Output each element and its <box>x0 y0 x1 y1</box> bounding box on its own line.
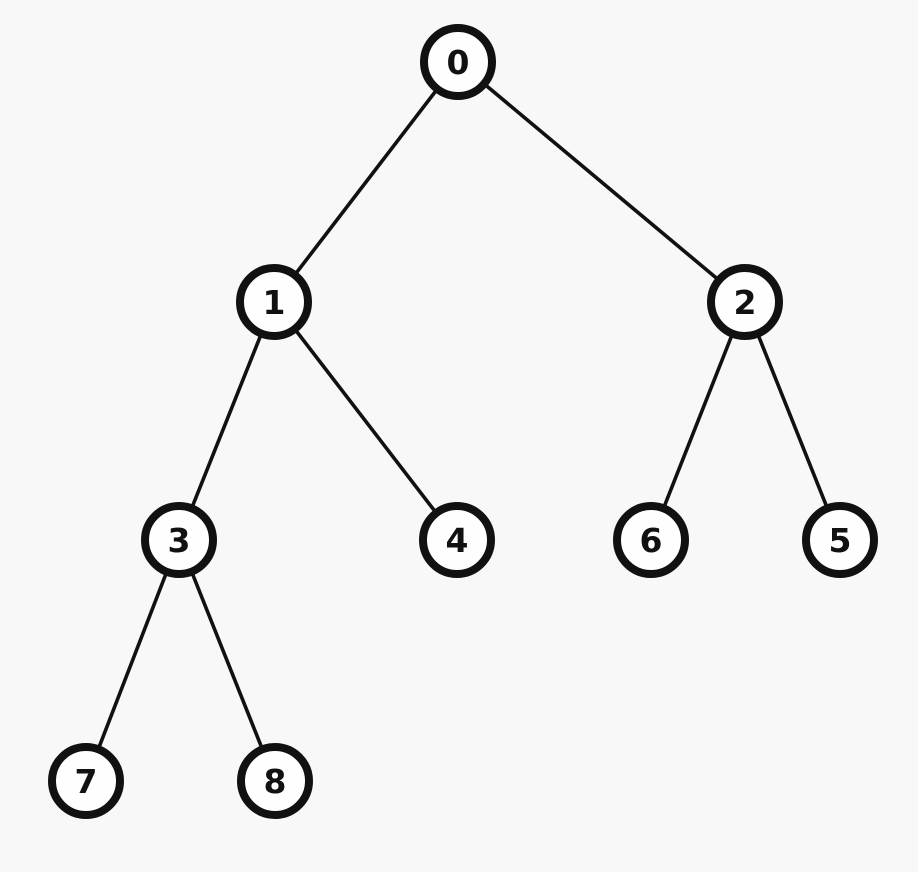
tree-node-label-8: 8 <box>264 762 287 801</box>
tree-node-circle-2 <box>707 264 783 340</box>
tree-node-circle-8 <box>237 743 313 819</box>
tree-node-circle-6 <box>613 502 689 578</box>
tree-node-0: 0 <box>420 24 496 100</box>
tree-node-1: 1 <box>236 264 312 340</box>
tree-node-label-4: 4 <box>446 521 469 560</box>
tree-node-8: 8 <box>237 743 313 819</box>
tree-node-label-0: 0 <box>447 43 470 82</box>
tree-edge-3-8 <box>177 538 277 783</box>
tree-node-label-2: 2 <box>734 283 757 322</box>
tree-node-circle-0 <box>420 24 496 100</box>
tree-edge-1-3 <box>177 300 276 542</box>
tree-node-label-3: 3 <box>168 521 191 560</box>
tree-node-circle-4 <box>419 502 495 578</box>
tree-edge-0-1 <box>272 60 460 304</box>
tree-node-label-7: 7 <box>75 762 98 801</box>
tree-node-4: 4 <box>419 502 495 578</box>
tree-node-circle-5 <box>802 502 878 578</box>
tree-edge-2-6 <box>649 300 747 542</box>
tree-node-6: 6 <box>613 502 689 578</box>
tree-node-7: 7 <box>48 743 124 819</box>
tree-node-2: 2 <box>707 264 783 340</box>
tree-node-3: 3 <box>141 502 217 578</box>
tree-edge-0-2 <box>456 60 747 304</box>
tree-node-circle-7 <box>48 743 124 819</box>
tree-node-circle-3 <box>141 502 217 578</box>
tree-edge-1-4 <box>272 300 459 542</box>
tree-edge-3-7 <box>84 538 181 783</box>
tree-edge-2-5 <box>743 300 842 542</box>
tree-node-label-6: 6 <box>640 521 663 560</box>
tree-node-label-1: 1 <box>263 283 286 322</box>
tree-node-label-5: 5 <box>829 521 852 560</box>
tree-node-5: 5 <box>802 502 878 578</box>
tree-node-circle-1 <box>236 264 312 340</box>
